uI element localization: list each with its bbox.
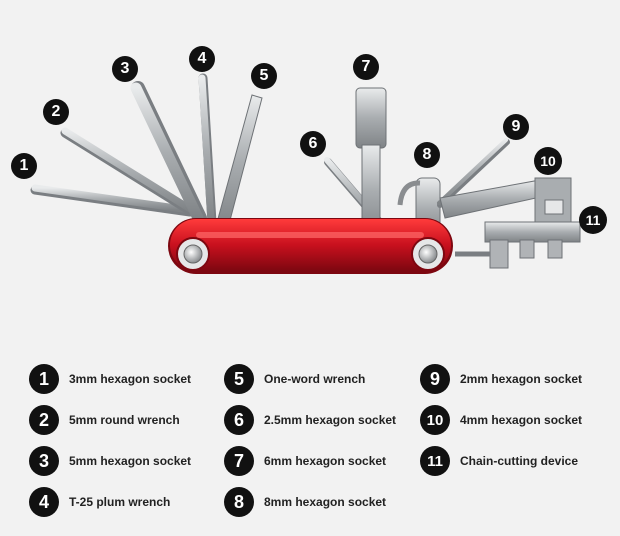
legend-item-2: 2 5mm round wrench (29, 405, 180, 435)
legend-label: 8mm hexagon socket (264, 495, 387, 509)
tool-7 (355, 87, 387, 238)
legend-item-3: 3 5mm hexagon socket (29, 446, 191, 476)
legend-label: 3mm hexagon socket (69, 372, 192, 386)
legend-label: T-25 plum wrench (69, 495, 171, 509)
multitool-illustration (30, 73, 581, 274)
callout-marker-4: 4 (189, 46, 215, 72)
tool-1 (30, 184, 195, 217)
legend-label: 5mm hexagon socket (69, 454, 192, 468)
callout-marker-9: 9 (503, 114, 529, 140)
legend-number: 4 (29, 487, 59, 517)
legend-number: 5 (224, 364, 254, 394)
legend-number: 1 (29, 364, 59, 394)
callout-marker-10: 10 (534, 147, 562, 175)
callout-marker-3: 3 (112, 56, 138, 82)
callout-marker-8: 8 (414, 142, 440, 168)
legend-item-10: 10 4mm hexagon socket (420, 405, 582, 435)
legend-label: 5mm round wrench (69, 413, 180, 427)
legend-item-4: 4 T-25 plum wrench (29, 487, 170, 517)
tool-5 (215, 94, 263, 229)
legend-number: 10 (420, 405, 450, 435)
legend-label: 4mm hexagon socket (460, 413, 583, 427)
legend-number: 8 (224, 487, 254, 517)
tool-9 (437, 138, 510, 208)
legend-number: 11 (420, 446, 450, 476)
legend-label: One-word wrench (264, 372, 366, 386)
legend-label: 2.5mm hexagon socket (264, 413, 397, 427)
tool-4 (198, 73, 217, 227)
callout-marker-1: 1 (11, 153, 37, 179)
legend-label: Chain-cutting device (460, 454, 579, 468)
legend-item-5: 5 One-word wrench (224, 364, 365, 394)
tool-2 (60, 127, 197, 217)
legend-number: 3 (29, 446, 59, 476)
callout-marker-6: 6 (300, 131, 326, 157)
legend-number: 6 (224, 405, 254, 435)
callout-marker-11: 11 (579, 206, 607, 234)
legend-number: 7 (224, 446, 254, 476)
legend-number: 9 (420, 364, 450, 394)
legend-item-6: 6 2.5mm hexagon socket (224, 405, 396, 435)
legend-item-9: 9 2mm hexagon socket (420, 364, 582, 394)
legend-label: 6mm hexagon socket (264, 454, 387, 468)
legend-label: 2mm hexagon socket (460, 372, 583, 386)
legend-item-11: 11 Chain-cutting device (420, 446, 578, 476)
callout-marker-7: 7 (353, 54, 379, 80)
legend-number: 2 (29, 405, 59, 435)
legend-item-1: 1 3mm hexagon socket (29, 364, 191, 394)
tool-3 (130, 81, 207, 225)
callout-marker-5: 5 (251, 63, 277, 89)
legend-item-7: 7 6mm hexagon socket (224, 446, 386, 476)
legend-item-8: 8 8mm hexagon socket (224, 487, 386, 517)
tool-11 (455, 221, 581, 269)
callout-marker-2: 2 (43, 99, 69, 125)
tool-body (168, 218, 453, 274)
